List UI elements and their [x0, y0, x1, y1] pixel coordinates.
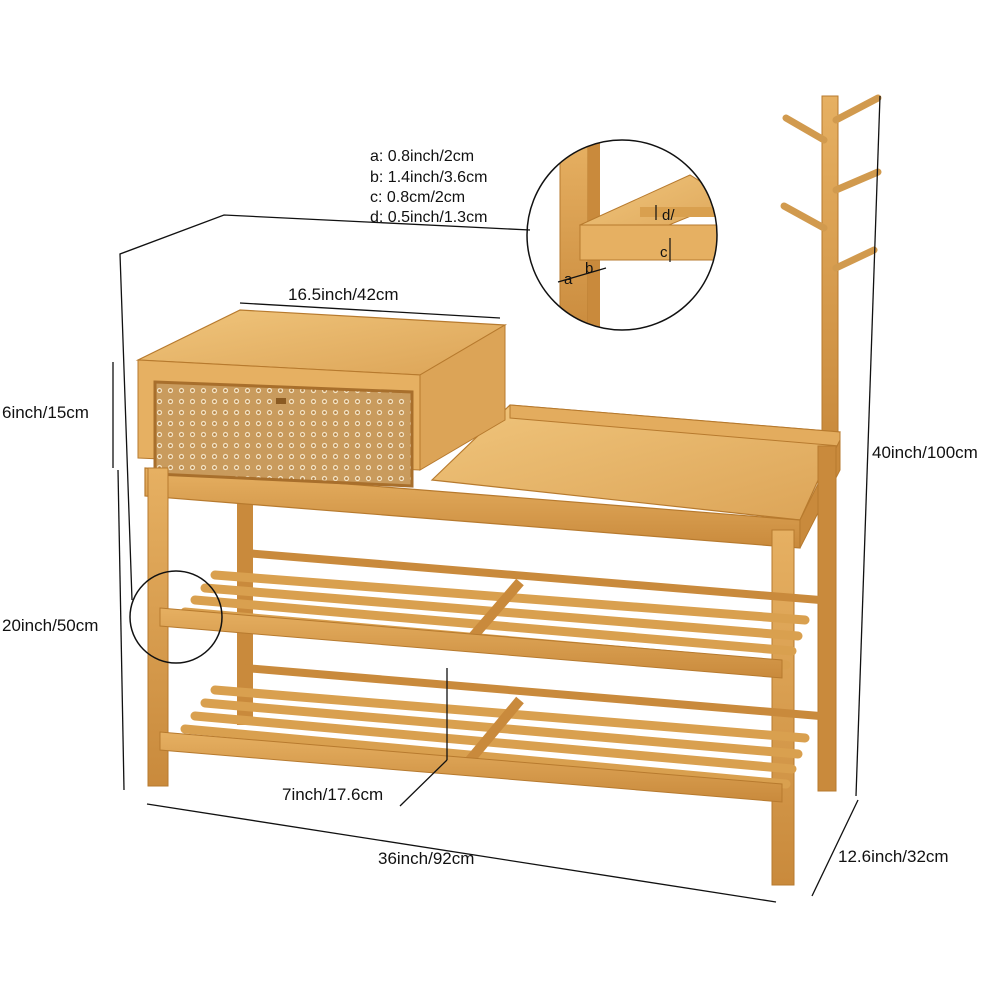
shelf-spacing-label: 7inch/17.6cm	[282, 785, 383, 804]
legend-a: a: 0.8inch/2cm	[370, 148, 474, 165]
drawer-width-label: 16.5inch/42cm	[288, 285, 399, 304]
detail-label-d: d/	[662, 207, 675, 224]
detail-label-c: c	[660, 244, 668, 261]
legend-d: d: 0.5inch/1.3cm	[370, 209, 487, 226]
depth-label: 12.6inch/32cm	[838, 847, 949, 866]
dimension-lines	[112, 95, 881, 903]
rattan-drawer-front	[153, 380, 414, 488]
upper-shoe-shelf	[159, 549, 821, 679]
total-width-label: 36inch/92cm	[378, 849, 474, 868]
legend-block: a: 0.8inch/2cm b: 1.4inch/3.6cm c: 0.8cm…	[370, 148, 487, 226]
coat-hooks	[780, 94, 882, 272]
lower-shoe-shelf	[159, 664, 821, 803]
legend-c: c: 0.8cm/2cm	[370, 189, 465, 206]
detail-label-a: a	[564, 271, 573, 288]
callout-connector	[119, 214, 531, 601]
drawer-knob	[276, 398, 286, 404]
seat-height-label: 20inch/50cm	[2, 616, 98, 635]
drawer-height-label: 6inch/15cm	[2, 403, 89, 422]
back-right-leg	[817, 445, 837, 792]
front-right-leg	[771, 529, 795, 886]
total-height-label: 40inch/100cm	[872, 443, 978, 462]
joint-detail-inset: d/ c a b	[526, 139, 718, 331]
detail-label-b: b	[585, 260, 593, 277]
shoe-bench	[135, 94, 882, 886]
legend-b: b: 1.4inch/3.6cm	[370, 169, 487, 186]
joint-callout-circle	[129, 570, 223, 664]
